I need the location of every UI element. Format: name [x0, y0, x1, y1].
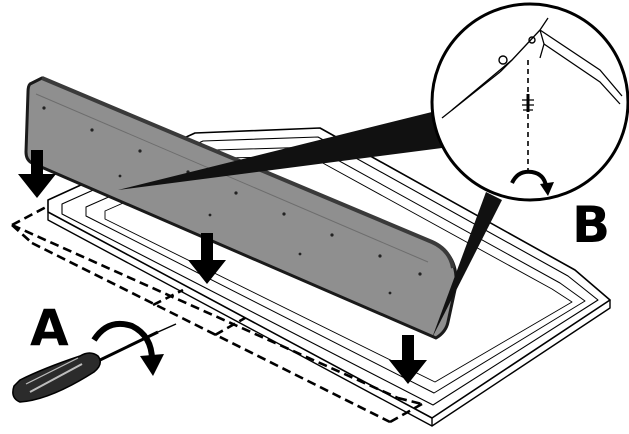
- label-b: B: [572, 196, 610, 254]
- label-a: A: [30, 299, 69, 357]
- down-arrow-icon: [188, 233, 226, 284]
- rotate-arrow-icon: [510, 169, 554, 196]
- magnifier-pointer: [118, 108, 502, 338]
- detail-bracket: [441, 17, 623, 119]
- dashed-rail-outline: [11, 204, 423, 424]
- down-arrow-icon: [18, 150, 56, 198]
- down-arrow-icon: [389, 335, 427, 384]
- detail-magnifier: [430, 2, 629, 202]
- rotate-arrow-icon: [91, 320, 164, 376]
- back-panel: [24, 76, 458, 340]
